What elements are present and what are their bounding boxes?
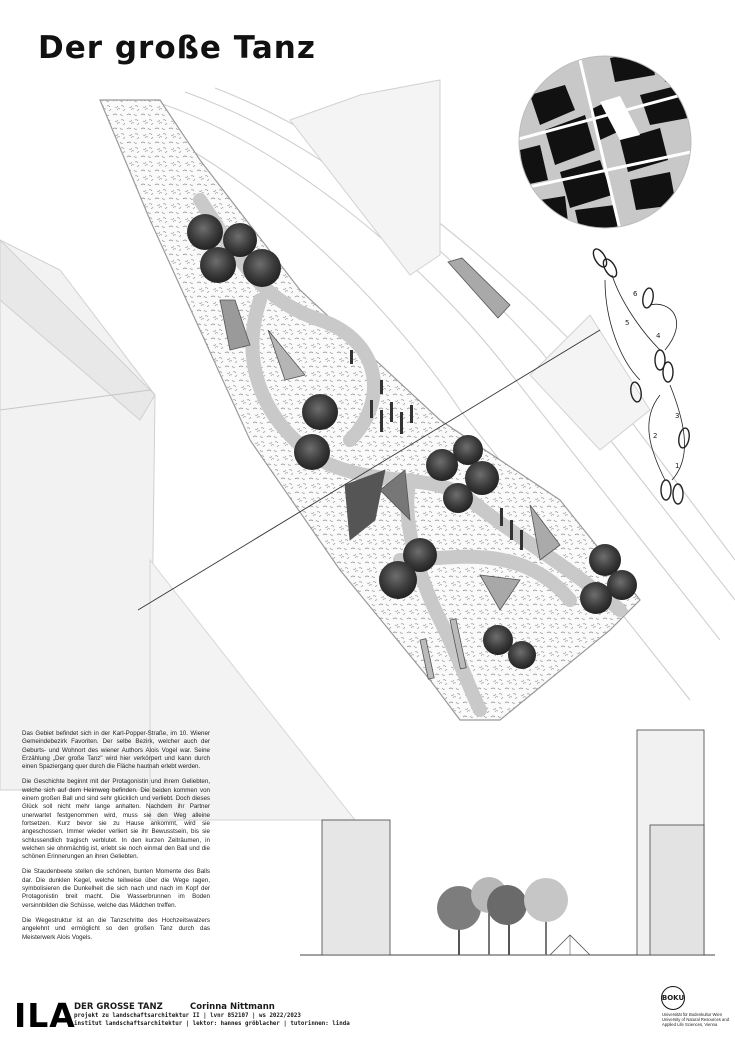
step-number: 6 xyxy=(633,290,638,298)
trees xyxy=(187,214,637,669)
tree-cluster-top xyxy=(187,214,281,287)
description-paragraph: Die Wegestruktur ist an die Tanzschritte… xyxy=(22,916,210,941)
dance-step-numbers: 1 2 3 4 5 6 xyxy=(625,290,679,470)
tree-cluster-middle xyxy=(294,394,338,470)
section-elevation xyxy=(300,729,715,956)
description-text: Das Gebiet befindet sich in der Karl-Pop… xyxy=(22,730,210,949)
boku-logo: BOKU xyxy=(661,986,685,1010)
perennial-beds xyxy=(219,257,561,680)
step-number: 1 xyxy=(675,462,679,470)
dance-notation xyxy=(592,248,690,505)
step-number: 2 xyxy=(653,432,657,440)
footer-course-info: projekt zu landschaftsarchitektur II | l… xyxy=(74,1013,301,1019)
section-building-left xyxy=(321,819,391,956)
footer-author: Corinna Nittmann xyxy=(190,1002,275,1012)
building-right xyxy=(289,79,651,451)
location-map xyxy=(519,56,691,228)
tree-cluster-center xyxy=(426,435,499,513)
dark-cones xyxy=(350,350,523,550)
description-paragraph: Die Staudenbeete stellen die schönen, bu… xyxy=(22,868,210,909)
university-name: Universität für Bodenkultur Wien Univers… xyxy=(662,1012,730,1027)
step-number: 3 xyxy=(675,412,679,420)
poster-title: Der große Tanz xyxy=(38,30,316,66)
section-line xyxy=(137,329,601,611)
building-left xyxy=(0,239,156,791)
description-paragraph: Die Geschichte beginnt mit der Protagoni… xyxy=(22,778,210,861)
section-trees xyxy=(437,877,568,955)
footer-project-title: DER GROSSE TANZ xyxy=(74,1002,163,1012)
tree-cluster-bottom xyxy=(379,538,637,669)
footer-institute-info: institut landschaftsarchitektur | lektor… xyxy=(74,1021,350,1027)
step-number: 4 xyxy=(656,332,661,340)
step-number: 5 xyxy=(625,319,629,327)
description-paragraph: Das Gebiet befindet sich in der Karl-Pop… xyxy=(22,730,210,771)
section-building-right-front xyxy=(649,824,705,956)
ila-logo: ILA xyxy=(14,996,76,1035)
